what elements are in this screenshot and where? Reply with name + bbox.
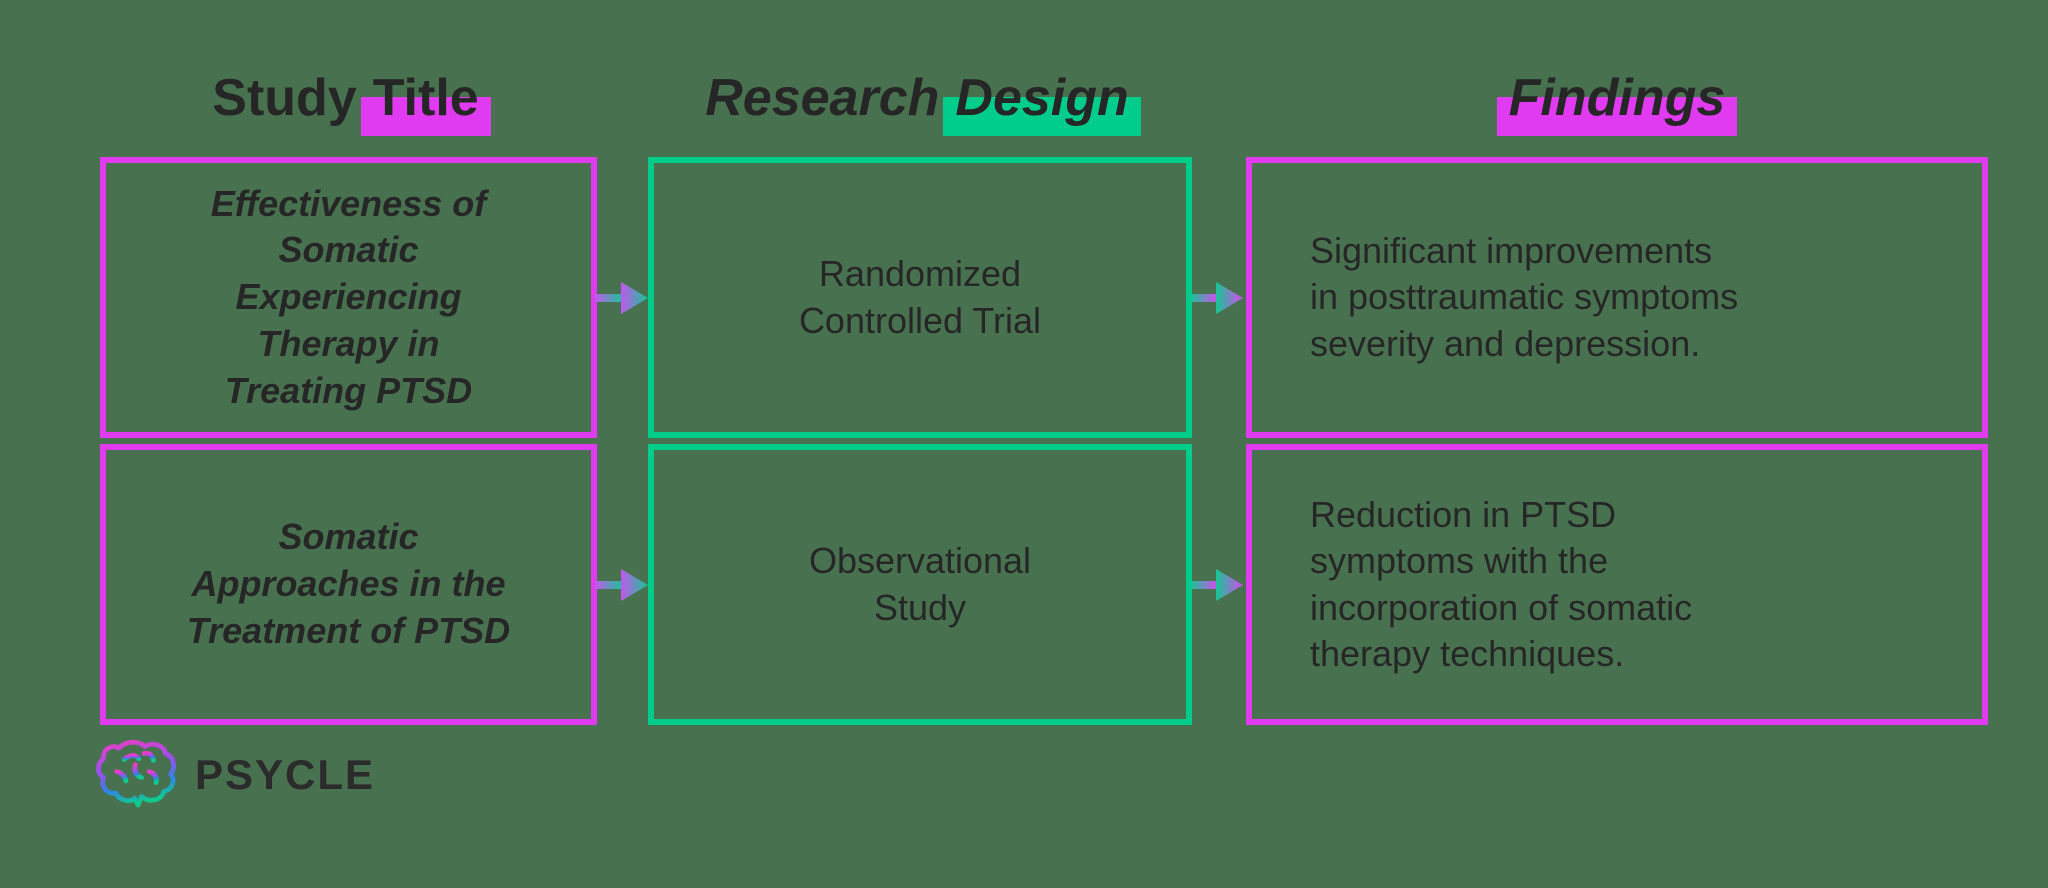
header-findings-highlight: Findings	[1496, 72, 1737, 136]
brand-name: PSYCLE	[195, 751, 376, 798]
header-study-title-highlight: Title	[360, 72, 491, 136]
study-title-box-row1: Effectiveness of Somatic Experiencing Th…	[100, 157, 597, 438]
research-design-text-row2: Observational Study	[808, 539, 1032, 628]
findings-text-row2: Reduction in PTSD symptoms with the inco…	[1310, 494, 1693, 674]
findings-box-row2: Reduction in PTSD symptoms with the inco…	[1246, 444, 1988, 725]
research-design-box-row2: Observational Study	[648, 444, 1192, 725]
header-findings: Findings	[1246, 58, 1988, 138]
arrow-right-icon-row2-left	[595, 569, 648, 601]
header-study-title-prefix: Study	[212, 69, 357, 127]
header-research-design-prefix: Research	[705, 69, 940, 127]
study-title-box-row2: Somatic Approaches in the Treatment of P…	[100, 444, 597, 725]
gradient-brain-icon	[96, 739, 176, 808]
arrow-right-icon-row2-right	[1190, 569, 1243, 601]
research-design-box-row1: Randomized Controlled Trial	[648, 157, 1192, 438]
psycle-logo: PSYCLE	[95, 732, 375, 818]
header-study-title: Study Title	[100, 58, 597, 138]
arrow-right-icon-row1-left	[595, 282, 648, 314]
study-title-text-row1: Effectiveness of Somatic Experiencing Th…	[210, 182, 487, 411]
header-research-design: Research Design	[648, 58, 1192, 138]
research-design-text-row1: Randomized Controlled Trial	[798, 252, 1042, 341]
arrow-right-icon-row1-right	[1190, 282, 1243, 314]
findings-box-row1: Significant improvements in posttraumati…	[1246, 157, 1988, 438]
study-title-text-row2: Somatic Approaches in the Treatment of P…	[186, 516, 511, 651]
header-research-design-highlight: Design	[943, 72, 1142, 136]
findings-text-row1: Significant improvements in posttraumati…	[1310, 230, 1739, 364]
